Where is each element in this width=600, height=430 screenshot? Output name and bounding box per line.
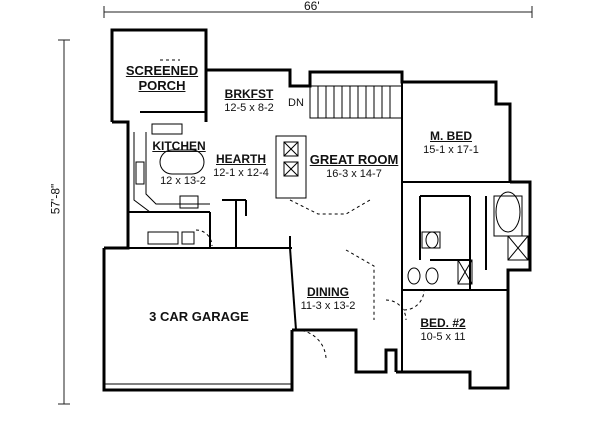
screened-porch-name-line1: SCREENED (125, 63, 199, 78)
dining-size: 11-3 x 13-2 (300, 299, 356, 312)
brkfst-label: BRKFST 12-5 x 8-2 (212, 87, 286, 114)
interior-walls (104, 78, 510, 372)
hearth-size: 12-1 x 12-4 (213, 166, 269, 179)
great-room-label: GREAT ROOM 16-3 x 14-7 (306, 152, 402, 181)
dining-label: DINING 11-3 x 13-2 (290, 285, 366, 312)
kitchen-fixtures (133, 123, 210, 245)
master-bed-name: M. BED (430, 129, 472, 143)
hearth-label: HEARTH 12-1 x 12-4 (206, 152, 276, 179)
kitchen-size: 12 x 13-2 (160, 175, 206, 187)
bed2-name: BED. #2 (420, 316, 466, 330)
kitchen-label: KITCHEN (144, 139, 214, 154)
brkfst-name: BRKFST (224, 87, 274, 101)
screened-porch-name-line2: PORCH (138, 77, 186, 93)
dimension-lines (58, 6, 533, 405)
great-room-size: 16-3 x 14-7 (326, 167, 382, 180)
kitchen-name: KITCHEN (152, 139, 206, 153)
hearth-name: HEARTH (216, 152, 266, 166)
great-room-name: GREAT ROOM (309, 152, 399, 167)
depth-dimension-label: 57'-8" (48, 183, 63, 215)
master-bed-label: M. BED 15-1 x 17-1 (416, 129, 486, 156)
bed2-size: 10-5 x 11 (420, 330, 466, 343)
stairs (309, 85, 403, 119)
stair-direction-label: DN (288, 97, 304, 109)
brkfst-size: 12-5 x 8-2 (224, 101, 274, 114)
door-swings (160, 59, 425, 359)
bath-fixtures (407, 191, 529, 285)
dining-name: DINING (307, 285, 349, 299)
width-dimension-label: 66' (304, 0, 320, 13)
screened-porch-label: SCREENED PORCH (122, 63, 202, 94)
master-bed-size: 15-1 x 17-1 (423, 143, 479, 156)
garage-name: 3 CAR GARAGE (149, 309, 249, 324)
fireplace (275, 135, 307, 199)
bed2-label: BED. #2 10-5 x 11 (410, 316, 476, 343)
